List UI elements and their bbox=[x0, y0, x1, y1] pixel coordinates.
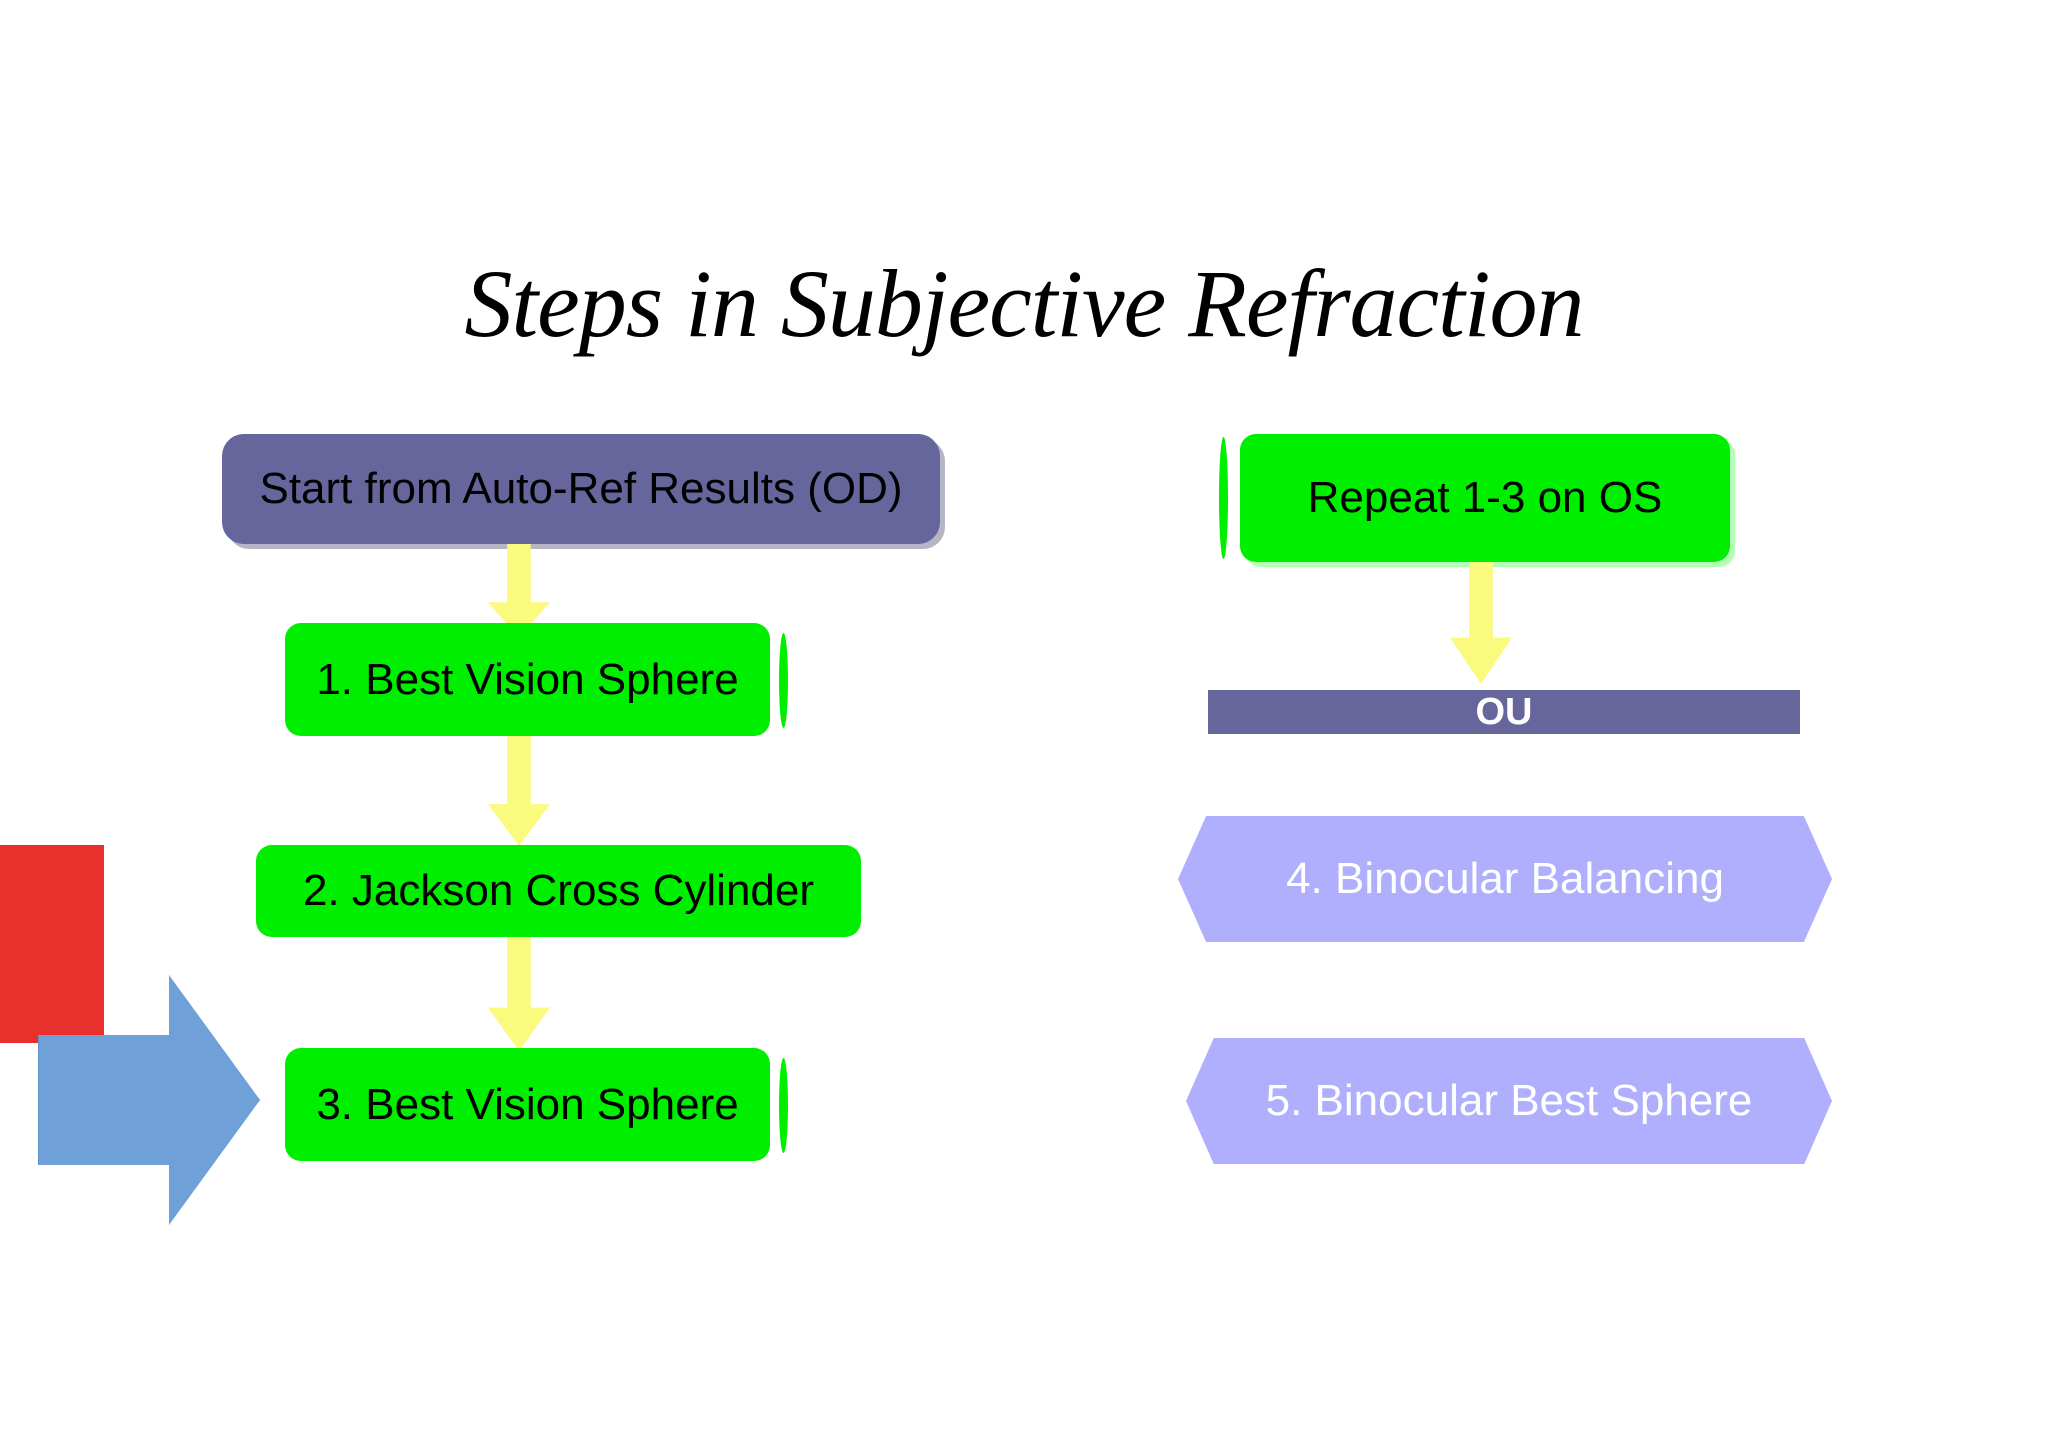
ou-bar[interactable]: OU bbox=[1208, 690, 1800, 734]
down-arrow-step1-to-step2 bbox=[488, 736, 550, 846]
ou-bar-label: OU bbox=[1475, 690, 1533, 733]
step-box-2[interactable]: 2. Jackson Cross Cylinder bbox=[256, 845, 861, 937]
step-box-4[interactable]: 4. Binocular Balancing bbox=[1178, 816, 1832, 942]
step-box-1-edge-sliver bbox=[779, 633, 788, 728]
page-title: Steps in Subjective Refraction bbox=[464, 250, 1585, 357]
step-box-5[interactable]: 5. Binocular Best Sphere bbox=[1186, 1038, 1832, 1164]
red-rectangle-shape bbox=[0, 845, 104, 1043]
down-arrow-step2-to-step3 bbox=[488, 937, 550, 1051]
step-box-1-label: 1. Best Vision Sphere bbox=[316, 654, 739, 704]
step-box-3-edge-sliver bbox=[779, 1058, 788, 1153]
repeat-box-left-edge-sliver bbox=[1219, 437, 1228, 559]
step-box-4-label: 4. Binocular Balancing bbox=[1286, 854, 1724, 903]
repeat-box-label: Repeat 1-3 on OS bbox=[1307, 473, 1663, 522]
step-box-2-label: 2. Jackson Cross Cylinder bbox=[302, 866, 815, 915]
step-box-3[interactable]: 3. Best Vision Sphere bbox=[285, 1048, 770, 1161]
start-box-label: Start from Auto-Ref Results (OD) bbox=[259, 464, 903, 513]
down-arrow-repeat-to-ou bbox=[1450, 562, 1512, 684]
step-box-5-label: 5. Binocular Best Sphere bbox=[1265, 1076, 1753, 1125]
start-box[interactable]: Start from Auto-Ref Results (OD) bbox=[222, 434, 940, 544]
step-box-1[interactable]: 1. Best Vision Sphere bbox=[285, 623, 770, 736]
repeat-box[interactable]: Repeat 1-3 on OS bbox=[1240, 434, 1730, 562]
step-box-3-label: 3. Best Vision Sphere bbox=[316, 1079, 739, 1129]
